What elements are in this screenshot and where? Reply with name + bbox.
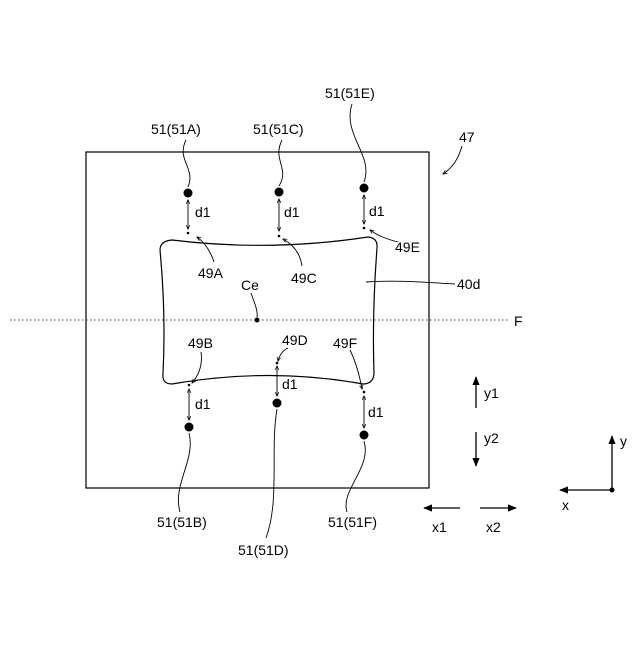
leader-shape-40d (366, 281, 455, 284)
direction-label-x1: x1 (432, 519, 447, 535)
point-d-dot (276, 362, 279, 365)
figure-ref-label: 47 (459, 129, 475, 145)
distance-label-e: d1 (369, 203, 385, 219)
center-label: Ce (241, 277, 259, 293)
distance-label-d: d1 (282, 376, 298, 392)
leader-point-a (197, 237, 214, 262)
center-point (255, 318, 260, 323)
sensor-e-dot (360, 184, 369, 193)
sensor-label-d: 51(51D) (238, 542, 289, 558)
leader-sensor-b (178, 433, 190, 512)
distance-label-b: d1 (195, 396, 211, 412)
leader-point-b (192, 352, 201, 383)
axis-origin (610, 488, 615, 493)
distance-label-c: d1 (284, 204, 300, 220)
leader-frame-47 (443, 146, 462, 174)
leader-center (251, 293, 257, 317)
point-label-e: 49E (395, 239, 420, 255)
sensor-b-dot (185, 423, 194, 432)
shape-40d (160, 237, 377, 384)
sensor-label-b: 51(51B) (157, 514, 207, 530)
leader-sensor-c (279, 140, 283, 186)
direction-label-x2: x2 (486, 519, 501, 535)
point-label-c: 49C (291, 270, 317, 286)
leader-sensor-f (346, 441, 365, 512)
point-c-dot (278, 235, 281, 238)
sensor-f-dot (360, 431, 369, 440)
leader-sensor-e (350, 104, 366, 182)
axis-x-label: x (562, 497, 569, 513)
sensor-label-e: 51(51E) (325, 85, 375, 101)
point-e-dot (363, 227, 366, 230)
point-label-f: 49F (333, 335, 357, 351)
leader-sensor-d (266, 409, 277, 538)
sensor-c-dot (275, 188, 284, 197)
sensor-label-a: 51(51A) (151, 121, 201, 137)
axis-y-label: y (620, 433, 627, 449)
leader-point-d (278, 348, 288, 361)
sensor-a-dot (184, 189, 193, 198)
point-f-dot (363, 391, 366, 394)
distance-label-f: d1 (368, 404, 384, 420)
sensor-label-f: 51(51F) (328, 514, 377, 530)
line-label: F (514, 313, 523, 329)
point-label-a: 49A (198, 265, 224, 281)
leader-sensor-a (183, 140, 190, 187)
direction-label-y2: y2 (484, 430, 499, 446)
leader-point-c (283, 239, 302, 266)
point-label-b: 49B (188, 335, 213, 351)
shape-label: 40d (457, 276, 480, 292)
sensor-d-dot (273, 399, 282, 408)
point-label-d: 49D (282, 332, 308, 348)
sensor-label-c: 51(51C) (253, 121, 304, 137)
leader-point-e (370, 230, 398, 242)
direction-label-y1: y1 (484, 385, 499, 401)
distance-label-a: d1 (195, 204, 211, 220)
point-b-dot (188, 384, 191, 387)
point-a-dot (187, 232, 190, 235)
